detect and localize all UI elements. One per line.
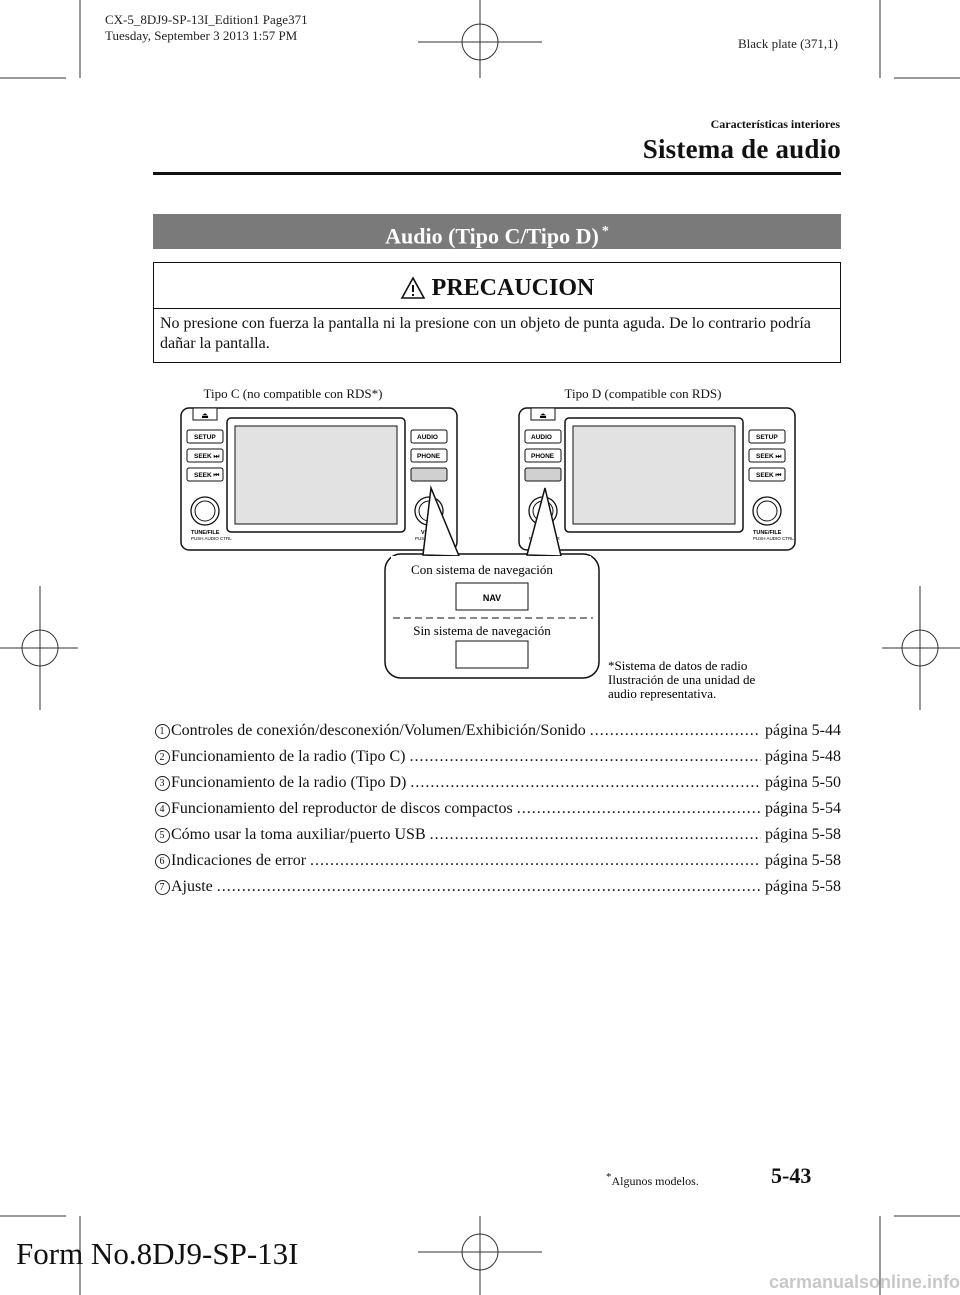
tune-knob-label: TUNE/FILE	[753, 530, 782, 536]
toc-item-number: 7	[154, 880, 170, 895]
toc-item-number: 4	[154, 802, 170, 817]
callout-without-nav: Sin sistema de navegación	[413, 623, 551, 638]
registration-mark-right	[882, 586, 960, 710]
setup-button: SETUP	[756, 434, 778, 441]
page-number: 5-43	[771, 1163, 812, 1188]
toc-item-5[interactable]: 5 Cómo usar la toma auxiliar/puerto USB …	[153, 826, 841, 850]
toc-item-number: 2	[154, 750, 170, 765]
toc-leader: ........................................…	[216, 878, 761, 895]
topic-banner: Audio (Tipo C/Tipo D)*	[153, 214, 841, 249]
toc-item-title: Controles de conexión/desconexión/Volume…	[171, 722, 586, 739]
toc-item-page: página 5-58	[765, 852, 841, 869]
toc-leader: ........................................…	[429, 826, 762, 843]
figure-note-rds: *Sistema de datos de radio	[608, 658, 747, 673]
seek-up-button: SEEK ⏭	[194, 453, 220, 460]
phone-button: PHONE	[417, 453, 441, 460]
print-header-line2: Tuesday, September 3 2013 1:57 PM	[105, 28, 298, 43]
footnote-some-models: *Algunos modelos.	[606, 1171, 699, 1189]
toc-item-4[interactable]: 4 Funcionamiento del reproductor de disc…	[153, 800, 841, 824]
toc-item-6[interactable]: 6 Indicaciones de error ................…	[153, 852, 841, 876]
toc-leader: ........................................…	[410, 774, 762, 791]
toc-item-number: 6	[154, 854, 170, 869]
registration-mark-top	[418, 0, 542, 78]
toc-item-3[interactable]: 3 Funcionamiento de la radio (Tipo D) ..…	[153, 774, 841, 798]
toc-item-number: 3	[154, 776, 170, 791]
eject-icon: ⏏	[539, 411, 547, 420]
toc-leader: ........................................…	[310, 852, 761, 869]
caution-box: PRECAUCION No presione con fuerza la pan…	[153, 262, 841, 363]
phone-button: PHONE	[531, 453, 555, 460]
figure-label-type-d: Tipo D (compatible con RDS)	[565, 386, 722, 401]
toc-item-2[interactable]: 2 Funcionamiento de la radio (Tipo C) ..…	[153, 748, 841, 772]
toc-item-7[interactable]: 7 Ajuste ...............................…	[153, 878, 841, 902]
caution-text: No presione con fuerza la pantalla ni la…	[160, 315, 811, 352]
section-title: Sistema de audio	[642, 134, 841, 164]
warning-triangle-icon	[400, 276, 426, 299]
figure-note-representative: audio representativa.	[608, 686, 716, 701]
seek-down-button: SEEK ⏮	[756, 472, 782, 479]
toc-leader: ........................................…	[589, 722, 762, 739]
eject-icon: ⏏	[201, 411, 209, 420]
banner-star: *	[601, 224, 609, 239]
toc-item-page: página 5-48	[765, 748, 841, 765]
audio-unit-type-d: ⏏ AUDIO PHONE VOL PUSH POWER SETUP SEEK …	[518, 407, 796, 551]
audio-unit-type-c: ⏏ SETUP SEEK ⏭ SEEK ⏮ TUNE/FILE PUSH AUD…	[180, 407, 458, 551]
section-category: Características interiores	[710, 117, 840, 131]
print-header: CX-5_8DJ9-SP-13I_Edition1 Page371 Tuesda…	[105, 12, 308, 44]
callout-with-nav: Con sistema de navegación	[411, 562, 553, 577]
audio-units-illustration: Tipo C (no compatible con RDS*) Tipo D (…	[180, 386, 796, 701]
figure-note-illustration: Ilustración de una unidad de	[608, 672, 756, 687]
banner-title: Audio (Tipo C/Tipo D)	[385, 223, 599, 249]
toc-leader: ........................................…	[516, 800, 761, 817]
toc-item-page: página 5-50	[765, 774, 841, 791]
registration-mark-bottom	[418, 1216, 542, 1295]
setup-button: SETUP	[194, 434, 216, 441]
toc-item-page: página 5-54	[765, 800, 841, 817]
header-rule	[153, 172, 841, 175]
toc-item-title: Ajuste	[171, 878, 213, 895]
toc-item-page: página 5-58	[765, 826, 841, 843]
plate-label: Black plate (371,1)	[738, 36, 838, 51]
figure-label-type-c: Tipo C (no compatible con RDS*)	[204, 386, 383, 401]
toc-item-page: página 5-44	[765, 722, 841, 739]
toc-item-page: página 5-58	[765, 878, 841, 895]
toc-item-number: 5	[154, 828, 170, 843]
footnote-star: *	[606, 1171, 612, 1183]
toc-item-title: Funcionamiento de la radio (Tipo C)	[171, 748, 406, 765]
seek-down-button: SEEK ⏮	[194, 472, 220, 479]
caution-title: PRECAUCION	[431, 274, 595, 301]
toc-leader: ........................................…	[409, 748, 762, 765]
toc-item-title: Indicaciones de error	[171, 852, 307, 869]
nav-key: NAV	[483, 593, 501, 603]
registration-mark-left	[0, 586, 78, 710]
toc-item-number: 1	[154, 724, 170, 739]
print-header-line1: CX-5_8DJ9-SP-13I_Edition1 Page371	[105, 12, 308, 27]
form-number: Form No.8DJ9-SP-13I	[16, 1236, 299, 1271]
toc-item-title: Funcionamiento de la radio (Tipo D)	[171, 774, 407, 791]
nav-key-callout: Con sistema de navegación NAV Sin sistem…	[384, 485, 600, 679]
tune-knob-sublabel: PUSH AUDIO CTRL	[191, 536, 232, 541]
tune-knob-sublabel: PUSH AUDIO CTRL	[753, 536, 794, 541]
toc-item-1[interactable]: 1 Controles de conexión/desconexión/Volu…	[153, 722, 841, 746]
caution-divider	[154, 308, 840, 309]
caution-header: PRECAUCION	[154, 268, 840, 308]
watermark: carmanualsonline.info	[768, 1272, 960, 1292]
tune-knob-label: TUNE/FILE	[191, 530, 220, 536]
audio-button: AUDIO	[417, 434, 438, 441]
footnote-text: Algunos modelos.	[611, 1174, 699, 1188]
seek-up-button: SEEK ⏭	[756, 453, 782, 460]
toc-item-title: Cómo usar la toma auxiliar/puerto USB	[171, 826, 426, 843]
audio-button: AUDIO	[531, 434, 552, 441]
toc-item-title: Funcionamiento del reproductor de discos…	[171, 800, 513, 817]
